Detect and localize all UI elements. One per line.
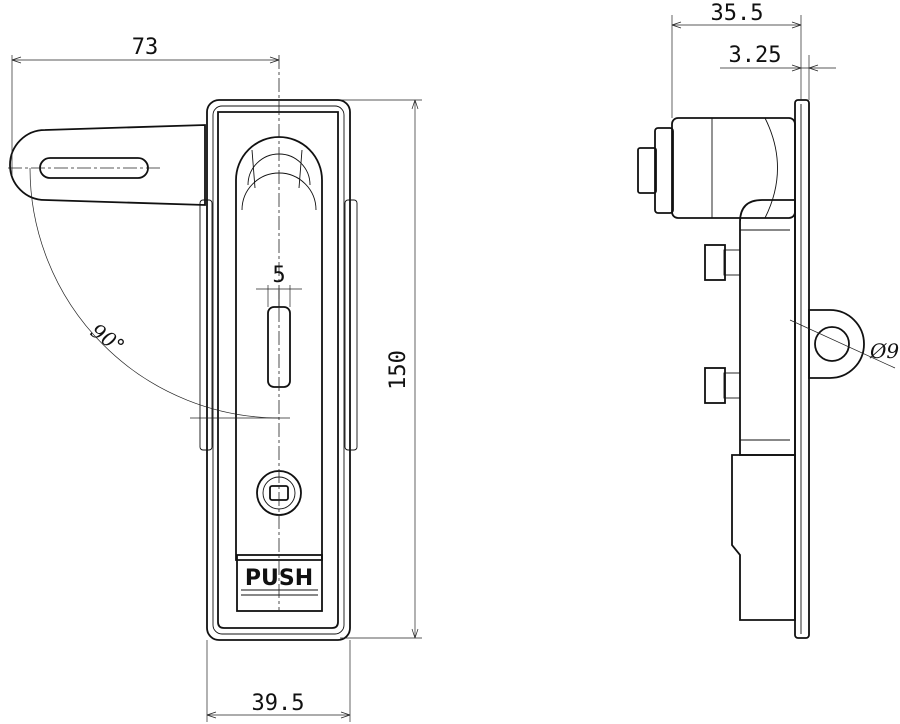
- dim-width: 73: [11, 35, 280, 175]
- push-button: PUSH: [236, 554, 323, 612]
- angle-label: 90°: [86, 318, 129, 358]
- hole-label: Ø9: [869, 339, 899, 363]
- eyelet: [808, 309, 865, 379]
- bolt-top: [704, 244, 726, 281]
- side-view: 35.5 3.25 Ø9: [637, 1, 899, 639]
- height-label: 150: [386, 350, 411, 390]
- dim-side-top: 35.5: [671, 1, 802, 118]
- dim-slot: 5: [256, 263, 302, 307]
- housing: [199, 99, 358, 641]
- dim-plate: 3.25: [720, 43, 836, 100]
- width-label: 73: [132, 35, 159, 60]
- plate-label: 3.25: [729, 43, 782, 68]
- side-body: [739, 199, 796, 456]
- side-plate: [794, 99, 810, 639]
- rotation-arc: [29, 167, 280, 419]
- front-view: PUSH 90° 73 5 150: [8, 35, 422, 722]
- nut: [654, 127, 674, 214]
- cam-arm: [9, 124, 206, 206]
- dim-bottom: 39.5: [206, 640, 351, 722]
- bottom-label: 39.5: [252, 691, 305, 716]
- bolt-bottom: [704, 367, 726, 404]
- cam-cylinder: [671, 117, 796, 219]
- slot-label: 5: [272, 263, 285, 288]
- dim-height: 150: [340, 99, 422, 639]
- side-top-label: 35.5: [711, 1, 764, 26]
